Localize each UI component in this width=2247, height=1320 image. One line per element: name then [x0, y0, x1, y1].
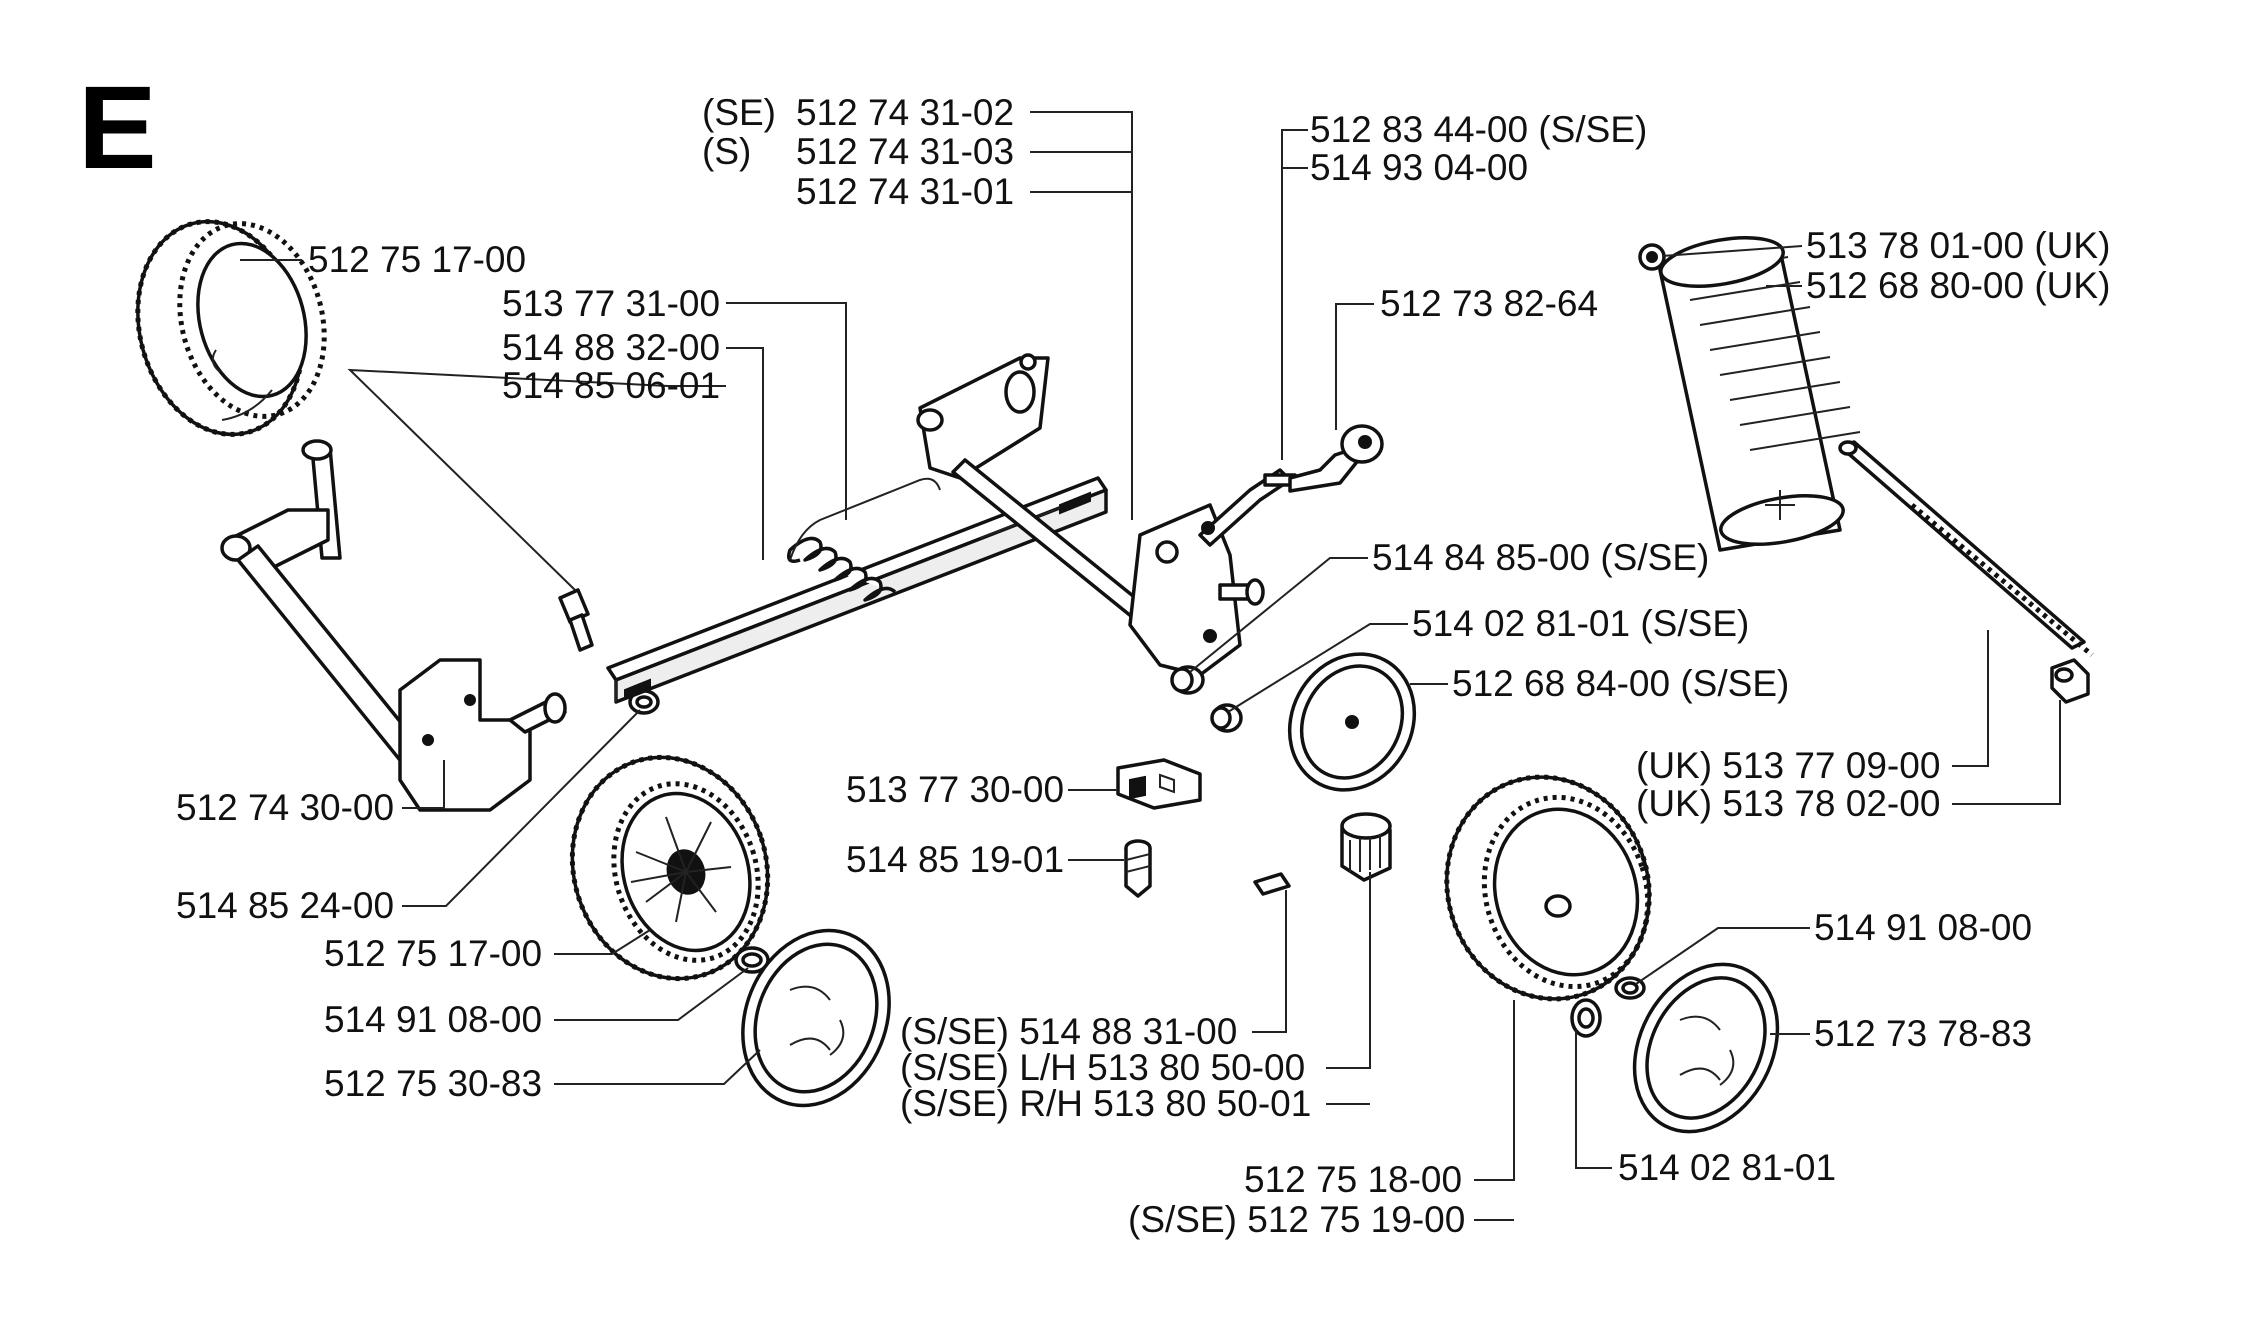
washer-right — [1570, 998, 1602, 1038]
label-513-77-09-00: (UK) 513 77 09-00 — [1636, 745, 1940, 786]
label-512-73-78-83: 512 73 78-83 — [1814, 1013, 2032, 1054]
label-512-75-18-00: 512 75 18-00 — [1244, 1159, 1462, 1200]
label-513-78-01-00: 513 78 01-00 (UK) — [1806, 225, 2110, 266]
leader-lines — [240, 111, 2061, 1221]
label-514-84-85-00: 514 84 85-00 (S/SE) — [1372, 537, 1709, 578]
label-514-02-81-01-sse: 514 02 81-01 (S/SE) — [1412, 603, 1749, 644]
label-514-91-08-00-left: 514 91 08-00 — [324, 999, 542, 1040]
label-512-75-19-00: (S/SE) 512 75 19-00 — [1128, 1199, 1465, 1240]
label-512-74-31-03: 512 74 31-03 — [796, 131, 1014, 172]
roller-shaft — [1838, 440, 2094, 657]
label-513-77-31-00: 513 77 31-00 — [502, 283, 720, 324]
label-512-68-84-00: 512 68 84-00 (S/SE) — [1452, 663, 1789, 704]
height-lever — [1198, 424, 1384, 547]
label-512-75-30-83: 512 75 30-83 — [324, 1063, 542, 1104]
label-513-78-02-00: (UK) 513 78 02-00 — [1636, 783, 1940, 824]
hubcap-right — [1632, 962, 1780, 1134]
label-512-73-82-64: 512 73 82-64 — [1380, 283, 1598, 324]
front-axle — [916, 353, 1265, 677]
wheel-front-right — [1444, 774, 1652, 1002]
label-513-80-50-01: (S/SE) R/H 513 80 50-01 — [900, 1083, 1311, 1124]
hubcap-left — [741, 928, 891, 1108]
label-512-75-17-00-top: 512 75 17-00 — [308, 239, 526, 280]
label-512-68-80-00: 512 68 80-00 (UK) — [1806, 265, 2110, 306]
label-512-74-30-00: 512 74 30-00 — [176, 787, 394, 828]
rear-roller — [1638, 236, 1861, 552]
label-514-88-31-00: (S/SE) 514 88 31-00 — [900, 1011, 1237, 1052]
adjust-block — [1116, 758, 1202, 810]
label-514-91-08-00-right: 514 91 08-00 — [1814, 907, 2032, 948]
label-514-02-81-01: 514 02 81-01 — [1618, 1147, 1836, 1188]
label-512-83-44-00: 512 83 44-00 (S/SE) — [1310, 109, 1647, 150]
hubcap-front — [1287, 652, 1417, 792]
wheel-rear-left — [135, 219, 327, 437]
label-514-85-19-01: 514 85 19-01 — [846, 839, 1064, 880]
wheel-front-left — [569, 754, 771, 982]
key-small — [1253, 872, 1291, 896]
label-514-93-04-00: 514 93 04-00 — [1310, 147, 1528, 188]
bolt-medium — [1124, 839, 1152, 898]
bushing — [1170, 665, 1205, 695]
washer-front — [1210, 703, 1243, 733]
roller-nut — [2050, 658, 2090, 704]
label-512-74-31-02-prefix: (SE) — [702, 92, 776, 133]
label-514-85-06-01: 514 85 06-01 — [502, 365, 720, 406]
label-512-74-31-01: 512 74 31-01 — [796, 171, 1014, 212]
bolt-small — [558, 588, 594, 652]
label-513-80-50-00: (S/SE) L/H 513 80 50-00 — [900, 1047, 1305, 1088]
label-514-85-24-00: 514 85 24-00 — [176, 885, 394, 926]
label-512-74-31-03-prefix: (S) — [702, 131, 751, 172]
label-512-75-17-00-mid: 512 75 17-00 — [324, 933, 542, 974]
label-512-74-31-02: 512 74 31-02 — [796, 92, 1014, 133]
label-514-88-32-00: 514 88 32-00 — [502, 327, 720, 368]
rear-axle-bracket — [220, 439, 567, 812]
drive-gear — [1340, 812, 1392, 882]
section-letter: E — [78, 62, 157, 194]
spring — [787, 477, 941, 602]
label-513-77-30-00: 513 77 30-00 — [846, 769, 1064, 810]
